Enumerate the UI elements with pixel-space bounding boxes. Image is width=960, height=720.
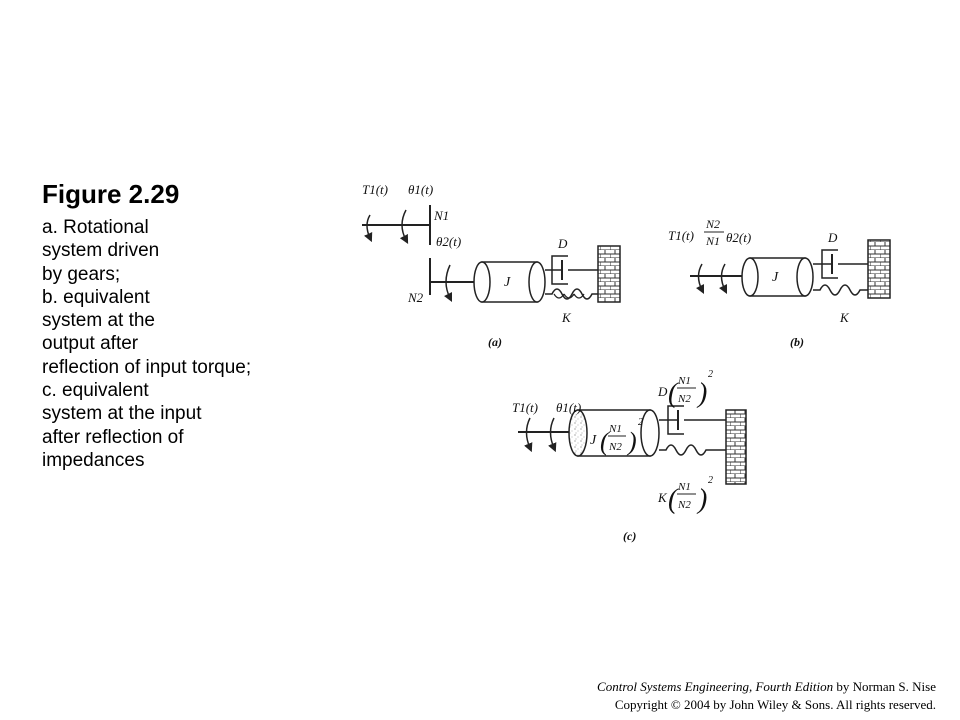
c-k-ratio-num: N1 [677,481,691,493]
b-ratio-num: N2 [705,217,720,231]
caption-line: system at the [42,310,155,332]
caption-line: by gears; [42,263,121,285]
svg-text:(: ( [668,484,679,515]
svg-text:(: ( [600,427,610,456]
c-k-exponent: 2 [708,475,713,486]
b-torque-label: T1(t) [668,228,694,243]
a-inertia-label: J [504,275,511,290]
c-d-ratio-num: N1 [677,375,691,387]
book-author: by Norman S. Nise [833,679,936,694]
c-j-ratio-num: N1 [608,423,622,435]
caption-line: reflection of input torque; [42,356,252,378]
caption-line: after reflection of [42,426,184,448]
svg-text:): ) [696,378,707,409]
diagram-b: T1(t) N2 N1 θ2(t) J D K (b) [668,217,891,349]
c-inertia-label: J [590,433,597,448]
a-n2-label: N2 [407,290,424,305]
figure-title: Figure 2.29 [42,179,180,209]
caption-line: output after [42,333,139,355]
c-j-exponent: 2 [638,417,643,428]
a-spring-label: K [561,310,572,325]
caption-line: c. equivalent [42,380,149,402]
book-title: Control Systems Engineering, Fourth Edit… [597,679,834,694]
c-k-ratio-den: N2 [677,499,691,511]
svg-text:(: ( [668,378,679,409]
b-damper-label: D [827,230,838,245]
a-torque-label: T1(t) [362,182,388,197]
b-inertia-label: J [772,270,779,285]
a-theta1-label: θ1(t) [408,182,433,197]
b-theta2-label: θ2(t) [726,230,751,245]
svg-text:): ) [626,427,637,456]
gear-system-diagrams: T1(t) θ1(t) N1 θ2(t) N2 J D K (a) T1(t) … [362,182,891,543]
caption-line: impedances [42,449,145,471]
c-figure-label: (c) [623,529,636,543]
c-d-ratio-den: N2 [677,393,691,405]
copyright-line: Copyright © 2004 by John Wiley & Sons. A… [614,697,936,712]
c-spring-label: K [657,490,668,505]
a-theta2-label: θ2(t) [436,234,461,249]
b-ratio-den: N1 [705,234,720,248]
diagram-c: T1(t) θ1(t) J ( N1 N2 ) 2 D ( N1 N2 ) 2 … [512,369,747,543]
a-damper-label: D [557,236,568,251]
b-spring-label: K [839,310,850,325]
caption-line: b. equivalent [42,286,150,308]
a-figure-label: (a) [488,335,502,349]
a-n1-label: N1 [433,208,449,223]
caption-line: system driven [42,240,160,262]
copyright-credit: Control Systems Engineering, Fourth Edit… [597,678,936,714]
caption-line: system at the input [42,403,202,425]
svg-text:): ) [696,484,707,515]
c-damper-label: D [657,384,668,399]
diagram-a: T1(t) θ1(t) N1 θ2(t) N2 J D K (a) [362,182,621,349]
c-d-exponent: 2 [708,369,713,380]
b-figure-label: (b) [790,335,804,349]
c-j-ratio-den: N2 [608,441,622,453]
caption-line: a. Rotational [42,217,149,238]
c-torque-label: T1(t) [512,400,538,415]
c-theta1-label: θ1(t) [556,400,581,415]
